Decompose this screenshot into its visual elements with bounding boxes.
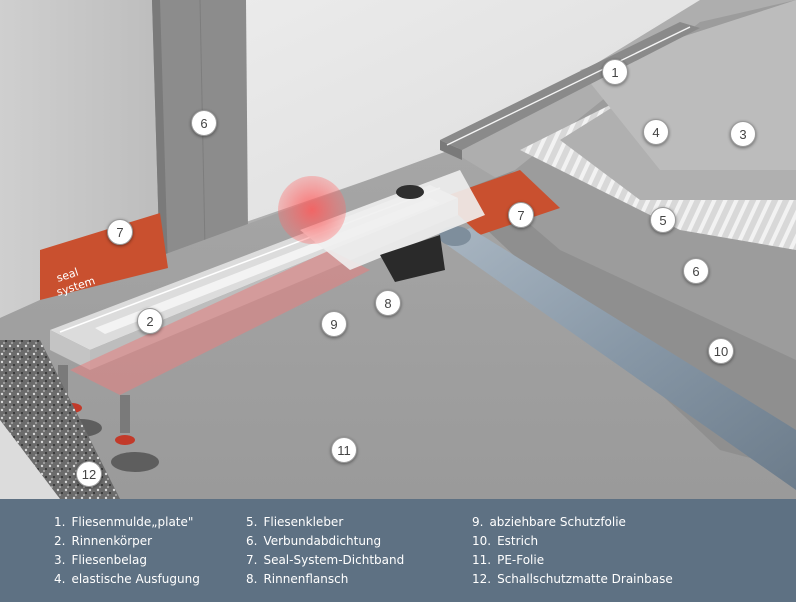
- legend-item: 11. PE-Folie: [472, 553, 544, 567]
- legend-number: 10.: [472, 534, 492, 548]
- acoustic-mat: [0, 340, 120, 499]
- legend-panel: 1. Fliesenmulde„plate" 2. Rinnenkörper 3. F…: [0, 499, 796, 602]
- legend-number: 2.: [54, 534, 66, 548]
- legend-number: 11.: [472, 553, 492, 567]
- legend-label: Rinnenflansch: [263, 572, 349, 586]
- callout-10: 10: [708, 338, 734, 364]
- legend-number: 8.: [246, 572, 258, 586]
- drain-outlet: [380, 185, 445, 282]
- legend-label: Verbundabdichtung: [263, 534, 382, 548]
- tile-tray: [440, 22, 700, 160]
- callout-6-floor: 6: [683, 258, 709, 284]
- drain-pipe: [439, 226, 796, 490]
- legend-item: 2. Rinnenkörper: [54, 534, 152, 548]
- concrete-floor: [0, 150, 796, 499]
- legend-number: 3.: [54, 553, 66, 567]
- legend-item: 3. Fliesenbelag: [54, 553, 147, 567]
- legend-label: Fliesenbelag: [71, 553, 147, 567]
- callout-5: 5: [650, 207, 676, 233]
- legend-label: Seal-System-Dichtband: [263, 553, 405, 567]
- legend-item: 7. Seal-System-Dichtband: [246, 553, 404, 567]
- callout-7-left: 7: [107, 219, 133, 245]
- legend-item: 12. Schallschutzmatte Drainbase: [472, 572, 673, 586]
- legend-item: 1. Fliesenmulde„plate": [54, 515, 193, 529]
- drain-flange: [300, 170, 485, 270]
- legend-label: Rinnenkörper: [71, 534, 153, 548]
- legend-label: abziehbare Schutzfolie: [489, 515, 626, 529]
- legend-number: 7.: [246, 553, 258, 567]
- back-wall: [236, 0, 700, 222]
- legend-number: 4.: [54, 572, 66, 586]
- callout-1: 1: [602, 59, 628, 85]
- callout-4: 4: [643, 119, 669, 145]
- legend-item: 8. Rinnenflansch: [246, 572, 348, 586]
- legend-label: Schallschutzmatte Drainbase: [497, 572, 673, 586]
- legend-number: 9.: [472, 515, 484, 529]
- legend-item: 10. Estrich: [472, 534, 538, 548]
- callout-3: 3: [730, 121, 756, 147]
- legend-number: 6.: [246, 534, 258, 548]
- legend-number: 5.: [246, 515, 258, 529]
- callout-7-right: 7: [508, 202, 534, 228]
- legend-item: 9. abziehbare Schutzfolie: [472, 515, 626, 529]
- highlight-glow: [278, 176, 346, 244]
- legend-label: PE-Folie: [497, 553, 545, 567]
- callout-8: 8: [375, 290, 401, 316]
- legend-item: 4. elastische Ausfugung: [54, 572, 200, 586]
- legend-item: 5. Fliesenkleber: [246, 515, 343, 529]
- callout-12: 12: [76, 461, 102, 487]
- legend-label: elastische Ausfugung: [71, 572, 200, 586]
- callout-11: 11: [331, 437, 357, 463]
- callout-9: 9: [321, 311, 347, 337]
- callout-2: 2: [137, 308, 163, 334]
- legend-label: Fliesenkleber: [263, 515, 344, 529]
- legend-item: 6. Verbundabdichtung: [246, 534, 381, 548]
- callout-6-wall: 6: [191, 110, 217, 136]
- drain-illustration: seal system: [0, 0, 796, 499]
- protective-film: [70, 250, 370, 395]
- legend-number: 12.: [472, 572, 492, 586]
- legend-label: Fliesenmulde„plate": [71, 515, 194, 529]
- legend-number: 1.: [54, 515, 66, 529]
- legend-label: Estrich: [497, 534, 539, 548]
